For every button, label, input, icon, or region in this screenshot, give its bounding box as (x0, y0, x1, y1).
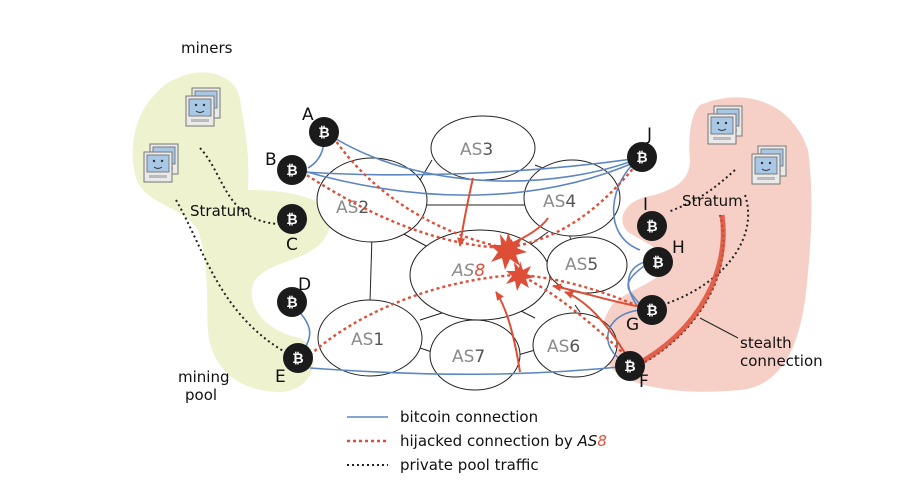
node-label-j: J (646, 125, 652, 145)
as2-label: AS2 (336, 198, 369, 218)
as6-label: AS6 (547, 337, 580, 357)
stealth-label-leader (699, 317, 739, 339)
legend: bitcoin connection hijacked connection b… (347, 408, 607, 474)
bitcoin-node-b-icon (277, 155, 307, 185)
stratum-left-label: Stratum (190, 202, 251, 220)
node-label-d: D (298, 275, 311, 295)
stealth-connection-line (634, 214, 726, 368)
as2-node (316, 157, 428, 243)
legend-hijacked-text: hijacked connection by AS8 (400, 432, 607, 450)
mining-pool-label-line1: mining (178, 368, 229, 386)
as5-node (546, 236, 628, 294)
bitcoin-node-h-icon (643, 247, 673, 277)
miners-label: miners (181, 39, 233, 57)
bitcoin-node-i-icon (637, 211, 667, 241)
node-label-i: I (643, 195, 648, 215)
as1-label: AS1 (351, 330, 384, 350)
as7-node (429, 319, 521, 391)
legend-private-text: private pool traffic (400, 456, 539, 474)
stealth-label-line2: connection (740, 352, 823, 370)
node-label-b: B (265, 150, 277, 170)
bitcoin-node-g-icon (637, 295, 667, 325)
node-label-a: A (302, 105, 314, 125)
hijacked-connections (301, 131, 641, 361)
legend-bitcoin-text: bitcoin connection (400, 408, 538, 426)
node-label-e: E (275, 367, 286, 387)
explosion-icon (490, 232, 527, 270)
bitcoin-node-e-icon (283, 343, 313, 373)
as5-label: AS5 (565, 255, 598, 275)
as4-label: AS4 (543, 192, 576, 212)
as1-node (317, 299, 423, 377)
node-label-g: G (626, 315, 639, 335)
left-mining-pool-region (132, 72, 330, 392)
as8-label: AS8 (451, 261, 485, 281)
stealth-label-line1: stealth (740, 334, 792, 352)
node-label-f: F (639, 372, 649, 392)
bitcoin-node-j-icon (627, 142, 657, 172)
node-label-c: C (286, 235, 298, 255)
node-label-h: H (672, 238, 685, 258)
stratum-right-label: Stratum (682, 192, 743, 210)
explosion-icon (506, 261, 535, 291)
as6-node (532, 312, 618, 378)
mining-pool-label-line2: pool (185, 386, 217, 404)
as7-label: AS7 (452, 347, 485, 367)
as3-label: AS3 (460, 140, 493, 160)
bitcoin-node-c-icon (277, 204, 307, 234)
